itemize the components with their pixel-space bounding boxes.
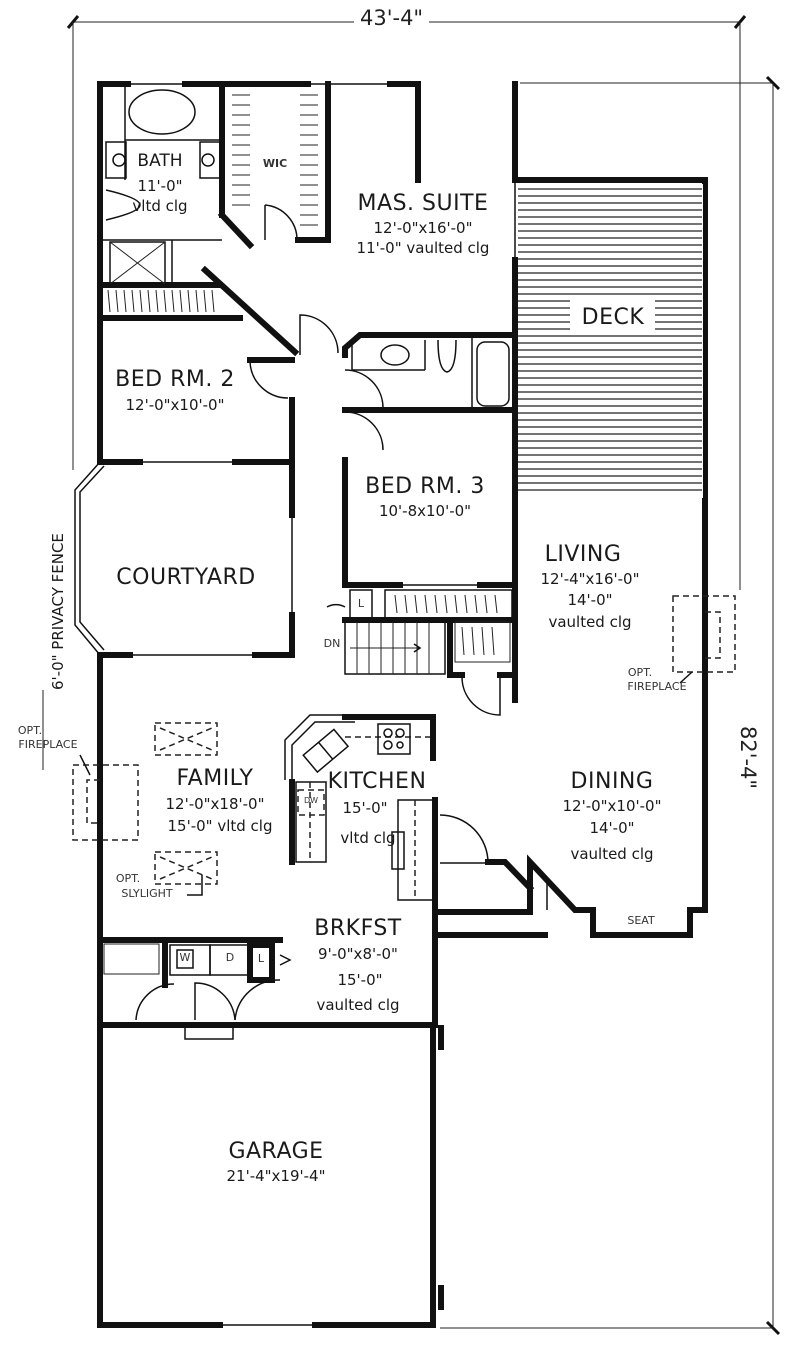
dining-ceiling: 14'-0" (589, 819, 635, 837)
breakfast-name: BRKFST (314, 916, 402, 941)
living-size: 12'-4"x16'-0" (540, 570, 640, 588)
master-suite-name: MAS. SUITE (357, 191, 489, 216)
opt-skylight-line1: OPT. (115, 872, 141, 885)
optional-features (72, 595, 736, 896)
breakfast-size: 9'-0"x8'-0" (318, 945, 398, 963)
bed3-name: BED RM. 3 (365, 474, 485, 499)
deck-name: DECK (578, 306, 648, 330)
living-ceiling: 14'-0" (567, 591, 613, 609)
bath-ceiling: 11'-0" (137, 177, 183, 195)
fixtures-and-doors (105, 89, 498, 656)
opt-fireplace-family-line2: FIREPLACE (18, 738, 78, 751)
seat-label: SEAT (627, 914, 655, 927)
bed2-name: BED RM. 2 (115, 367, 235, 392)
breakfast-ceiling: 15'-0" (337, 971, 383, 989)
family-size: 12'-0"x18'-0" (165, 795, 265, 813)
washer-label: W (179, 951, 191, 964)
deck-planks (518, 184, 703, 498)
family-name: FAMILY (176, 766, 254, 791)
breakfast-ceiling-note: vaulted clg (316, 996, 400, 1014)
courtyard-name: COURTYARD (116, 565, 256, 590)
garage-name: GARAGE (228, 1139, 324, 1164)
master-suite-size: 12'-0"x16'-0" (373, 219, 473, 237)
opt-skylight-line2: SLYLIGHT (121, 887, 173, 900)
kitchen-ceiling-note: vltd clg (340, 829, 396, 847)
family-ceiling: 15'-0" vltd clg (167, 817, 273, 835)
living-ceiling-note: vaulted clg (548, 613, 632, 631)
overall-depth-dimension: 82'-4" (736, 720, 760, 796)
garage-size: 21'-4"x19'-4" (226, 1167, 326, 1185)
wic-label: WIC (262, 157, 288, 170)
interior-walls (97, 81, 535, 1040)
dining-name: DINING (570, 769, 654, 794)
dining-ceiling-note: vaulted clg (570, 845, 654, 863)
bed2-size: 12'-0"x10'-0" (125, 396, 225, 414)
dishwasher-label: DW (303, 796, 319, 805)
stairs-down-label: DN (323, 637, 341, 650)
bed3-size: 10'-8x10'-0" (378, 502, 472, 520)
exterior-walls (97, 81, 708, 1328)
linen-closet-label: L (357, 597, 365, 610)
privacy-fence-label: 6'-0" PRIVACY FENCE (49, 533, 67, 690)
laundry-linen-label: L (257, 952, 265, 965)
bath-ceiling-note: vltd clg (132, 197, 188, 215)
master-suite-ceiling: 11'-0" vaulted clg (356, 239, 490, 257)
opt-fireplace-family-line1: OPT. (17, 724, 43, 737)
opt-fireplace-living-line2: FIREPLACE (627, 680, 687, 693)
kitchen-ceiling: 15'-0" (342, 799, 388, 817)
privacy-fence (74, 461, 105, 656)
living-name: LIVING (544, 542, 622, 567)
kitchen-name: KITCHEN (327, 769, 427, 794)
dimension-lines (42, 15, 781, 1336)
dining-size: 12'-0"x10'-0" (562, 797, 662, 815)
opt-fireplace-living-line1: OPT. (627, 666, 653, 679)
overall-width-dimension: 43'-4" (354, 6, 430, 30)
dryer-label: D (225, 951, 235, 964)
bath-name: BATH (137, 151, 183, 171)
